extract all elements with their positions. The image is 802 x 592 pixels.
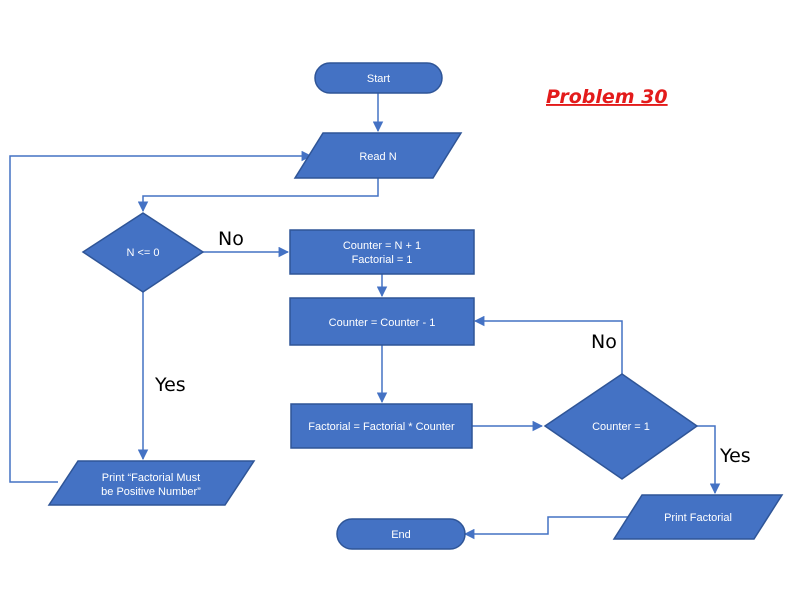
decision-counter-label: Counter = 1 [592,421,650,433]
decision-counter-eq-one: Counter = 1 [543,373,699,480]
edge-label-n-yes: Yes [154,374,186,396]
print-error-output: Print “Factorial Must be Positive Number… [47,460,256,506]
init-line-2: Factorial = 1 [352,254,413,266]
multiply-process: Factorial = Factorial * Counter [290,403,473,449]
multiply-label: Factorial = Factorial * Counter [308,421,455,433]
connectors [9,93,721,540]
start-label: Start [367,73,390,85]
read-n-label: Read N [359,151,396,163]
edge-loop-back-read [9,150,313,483]
decrement-label: Counter = Counter - 1 [329,317,436,329]
read-n-input: Read N [293,132,463,179]
edge-label-counter-yes: Yes [719,445,751,467]
end-label: End [391,529,411,541]
init-process: Counter = N + 1 Factorial = 1 [289,229,475,275]
edge-counter-yes [697,425,721,495]
edge-read-decision [137,178,379,213]
print-factorial-label: Print Factorial [664,512,732,524]
init-line-1: Counter = N + 1 [343,240,421,252]
diagram-title: Problem 30 [546,86,668,108]
print-factorial-output: Print Factorial [612,494,784,540]
print-error-line-1: Print “Factorial Must [102,472,200,484]
edge-label-counter-no: No [591,331,617,353]
start-terminator: Start [314,62,443,94]
decision-n-label: N <= 0 [126,247,159,259]
print-error-line-2: be Positive Number” [101,486,201,498]
decision-n-le-zero: N <= 0 [81,212,205,293]
decrement-process: Counter = Counter - 1 [289,297,475,346]
edge-label-n-no: No [218,228,244,250]
end-terminator: End [336,518,466,550]
edge-counter-no [473,315,623,374]
edge-print-end [463,516,637,540]
